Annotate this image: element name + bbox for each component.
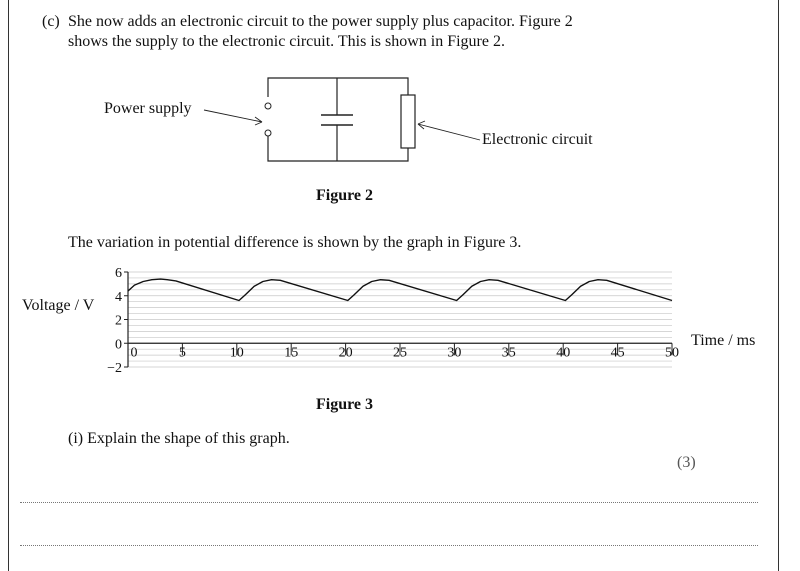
marks-badge: (3) [677, 454, 696, 471]
y-tick-label: 0 [115, 337, 122, 352]
x-tick-label: 15 [284, 345, 298, 360]
y-tick-label: −2 [107, 361, 122, 376]
x-tick-label: 10 [230, 345, 244, 360]
page-right-border [778, 0, 779, 571]
label-power-supply: Power supply [104, 100, 192, 117]
y-tick-label: 2 [115, 314, 122, 329]
power-supply-pointer [203, 109, 263, 123]
x-tick-label: 45 [611, 345, 625, 360]
circuit-bottom-wire [267, 136, 409, 162]
x-tick-label: 35 [502, 345, 516, 360]
sub-question-text: (i) Explain the shape of this graph. [68, 430, 290, 447]
x-tick-label: 50 [665, 345, 679, 360]
electronic-circuit-box [400, 94, 416, 149]
circuit-top-wire [267, 77, 409, 97]
electronic-circuit-pointer [417, 123, 481, 141]
label-electronic-circuit: Electronic circuit [482, 131, 593, 148]
figure3-caption: Figure 3 [316, 396, 374, 413]
y-tick-label: 4 [115, 290, 122, 305]
power-supply-arrowhead [254, 116, 263, 126]
x-tick-label: 5 [179, 345, 186, 360]
question-part-label: (c) [42, 13, 60, 30]
terminal-top [264, 102, 272, 110]
x-tick-label: 20 [339, 345, 353, 360]
x-tick-label: 25 [393, 345, 407, 360]
x-tick-label: 40 [556, 345, 570, 360]
graph-intro: The variation in potential difference is… [68, 234, 522, 251]
electronic-circuit-arrowhead [417, 120, 426, 130]
x-tick-label: 30 [447, 345, 461, 360]
y-tick-label: 6 [115, 266, 122, 281]
answer-line-1[interactable] [20, 502, 758, 503]
x-tick-label: 0 [131, 345, 138, 360]
question-intro-line1: She now adds an electronic circuit to th… [68, 13, 573, 30]
terminal-bottom [264, 129, 272, 137]
answer-line-2[interactable] [20, 545, 758, 546]
chart-xlabel: Time / ms [691, 332, 756, 349]
series-line [127, 278, 673, 302]
chart-ylabel: Voltage / V [22, 297, 95, 314]
question-intro-line2: shows the supply to the electronic circu… [68, 33, 505, 50]
figure2-caption: Figure 2 [316, 187, 374, 204]
page-left-border [8, 0, 9, 571]
